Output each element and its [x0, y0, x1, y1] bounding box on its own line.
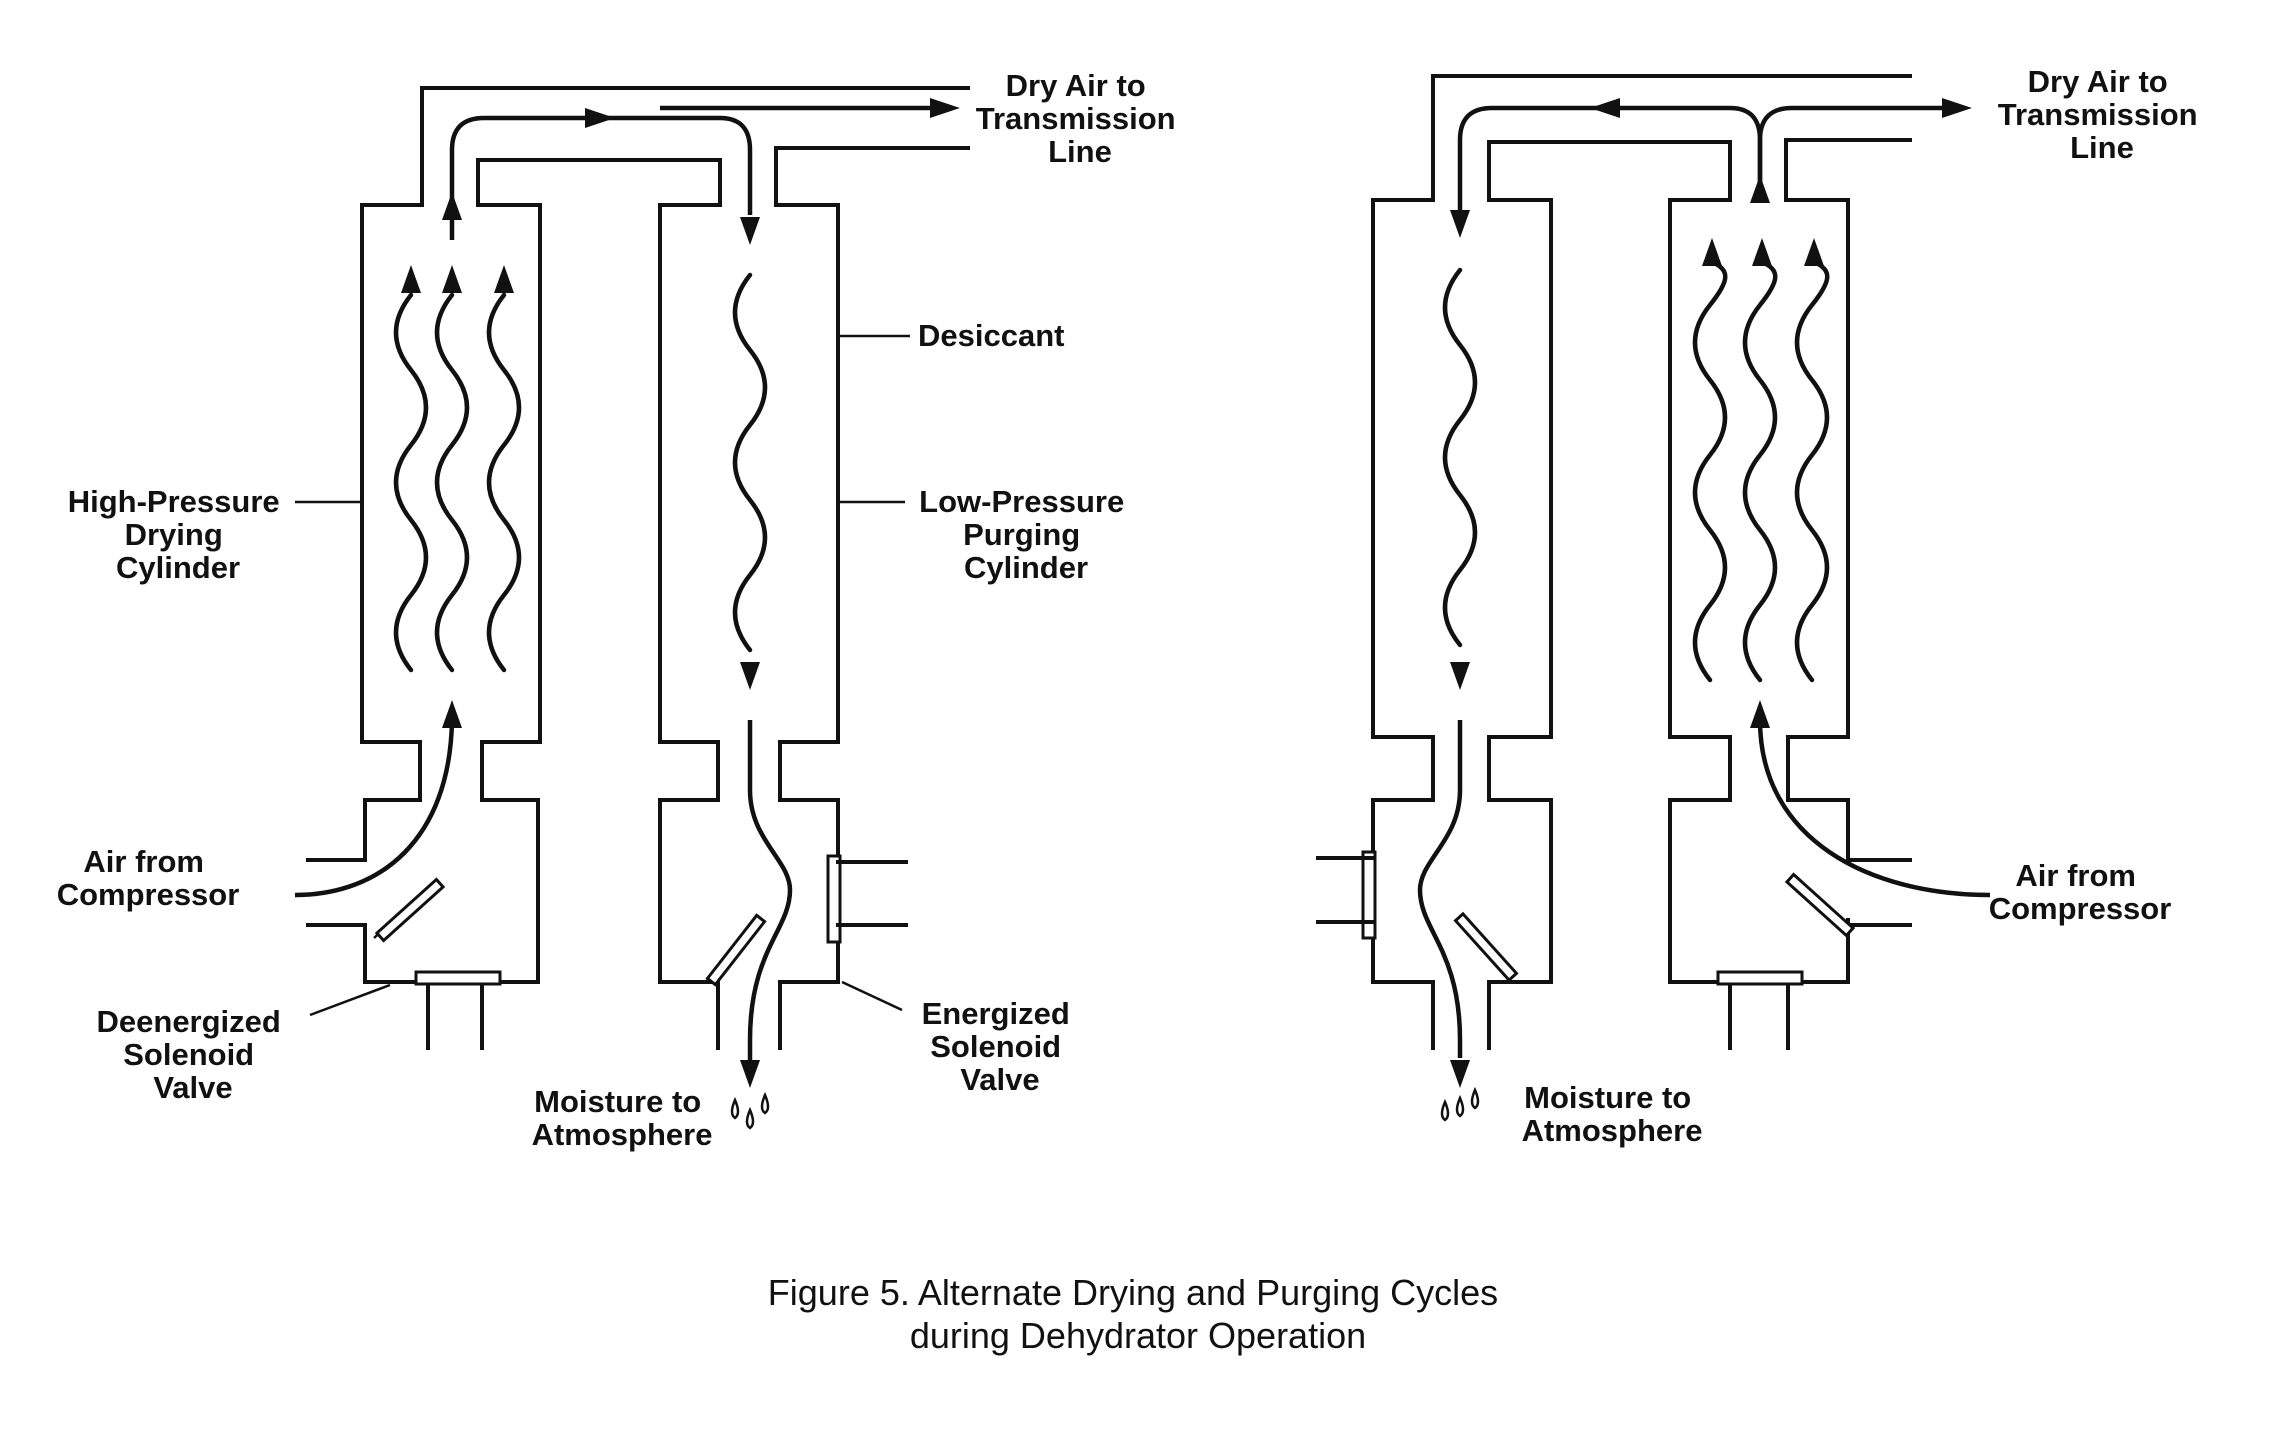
left-moisture-drops: [730, 1091, 770, 1130]
right-valve-housing-left-panel: [658, 740, 908, 1050]
left-panel: Dry Air to Transmission Line Desiccant H…: [57, 68, 1184, 1152]
low-pressure-label: Low-Pressure Purging Cylinder: [919, 484, 1133, 585]
right-moisture-drops: [1440, 1086, 1480, 1122]
left-air-from-compressor-label: Air from Compressor: [57, 844, 240, 912]
left-dry-air-label: Dry Air to Transmission Line: [976, 68, 1184, 169]
right-purge-flow: [1417, 98, 1763, 1088]
right-panel-right-valve-housing: [1668, 735, 1912, 1050]
energized-solenoid-label: Energized Solenoid Valve: [922, 996, 1079, 1097]
right-check-flap: [705, 913, 767, 987]
left-dry-air-outlet: [660, 98, 960, 118]
low-pressure-purging-cylinder: [658, 203, 840, 744]
desiccant-label: Desiccant: [918, 318, 1064, 353]
right-panel-left-flap: [1453, 911, 1519, 983]
left-purge-flow: [732, 217, 793, 1088]
right-panel-right-flap: [1784, 872, 1856, 938]
left-drying-flow: [294, 108, 753, 898]
right-air-from-compressor-label: Air from Compressor: [1989, 858, 2172, 926]
high-pressure-label: High-Pressure Drying Cylinder: [68, 484, 289, 585]
energized-solenoid-plunger: [826, 854, 842, 944]
right-dry-air-outlet: [1750, 98, 1972, 203]
right-drying-flow: [1692, 238, 1991, 898]
deenergized-solenoid-plunger: [414, 970, 502, 986]
right-purging-cylinder: [1371, 198, 1553, 739]
right-moisture-label: Moisture to Atmosphere: [1522, 1080, 1703, 1148]
right-panel-energized-plunger: [1361, 850, 1377, 940]
right-top-piping: [1431, 74, 1912, 202]
left-top-piping: [420, 86, 970, 207]
figure-caption: Figure 5. Alternate Drying and Purging C…: [768, 1272, 1508, 1356]
left-check-flap: [374, 877, 446, 943]
deenergized-solenoid-label: Deenergized Solenoid Valve: [97, 1004, 290, 1105]
right-panel-deenergized-plunger: [1716, 970, 1804, 986]
left-valve-housing: [306, 740, 540, 1050]
right-panel-left-valve-housing: [1316, 735, 1553, 1050]
right-panel: Dry Air to Transmission Line Air from Co…: [1316, 64, 2206, 1148]
left-moisture-label: Moisture to Atmosphere: [532, 1084, 713, 1152]
right-dry-air-label: Dry Air to Transmission Line: [1998, 64, 2206, 165]
